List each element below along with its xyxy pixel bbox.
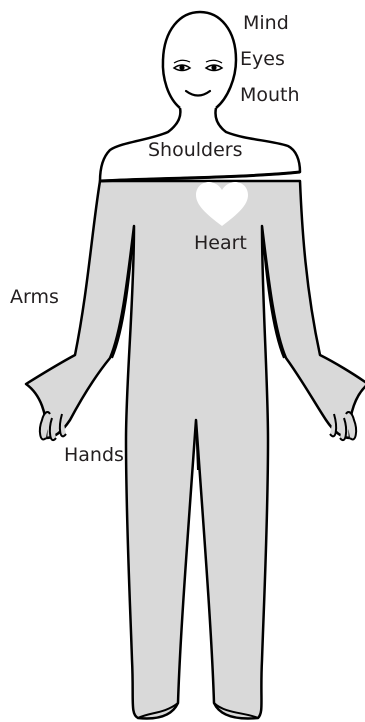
label-arms: Arms [10, 286, 59, 308]
head-outline [163, 12, 236, 108]
label-mind: Mind [243, 12, 289, 34]
label-mouth: Mouth [240, 84, 300, 106]
label-shoulders: Shoulders [148, 139, 243, 161]
label-eyes: Eyes [240, 48, 285, 70]
label-heart: Heart [194, 232, 247, 254]
label-hands: Hands [64, 444, 124, 466]
